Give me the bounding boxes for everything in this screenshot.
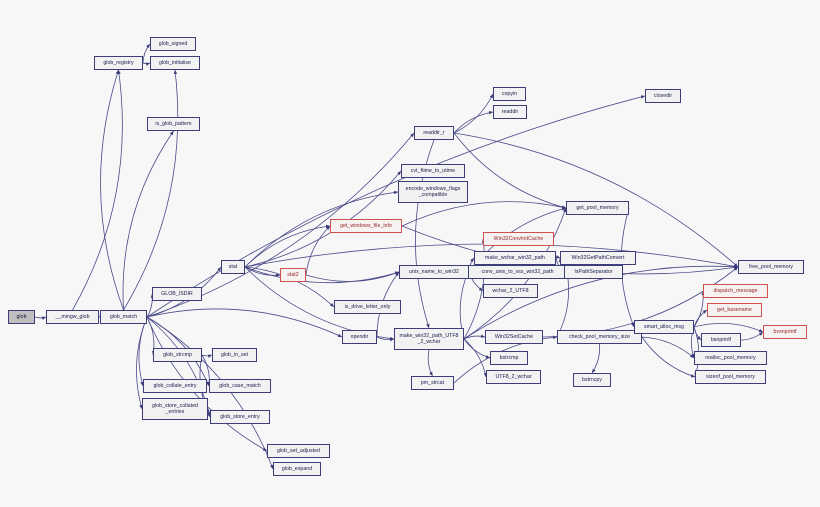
edge-glob_match-to-glob_store_collated_entries: [136, 316, 148, 410]
edge-glob_match-to-glob_registry: [100, 69, 124, 311]
node-IsPathSeparator[interactable]: IsPathSeparator: [564, 265, 623, 279]
node-is_drive_letter_only[interactable]: is_drive_letter_only: [334, 300, 401, 314]
edge-mingw_glob-to-glob_registry: [72, 69, 123, 311]
node-GLOB_ISDIR[interactable]: GLOB_ISDIR: [152, 287, 202, 301]
edge-make_win32_path_UTF8_2_wchar-to-Win32ConvInitCache: [463, 238, 486, 340]
edge-check_pool_memory_size-to-realloc_pool_memory: [641, 336, 695, 359]
node-glob_initialise[interactable]: glob_initialise: [150, 56, 200, 70]
node-bsnprintf[interactable]: bsnprintf: [701, 333, 741, 347]
edge-stat-to-stat2: [244, 266, 281, 278]
node-closedir[interactable]: closedir: [645, 89, 681, 103]
edge-glob_match-to-is_glob_pattern: [122, 130, 174, 311]
node-glob_case_match[interactable]: glob_case_match: [209, 379, 271, 393]
edge-readdir_r-to-make_win32_path_UTF8_2_wchar: [415, 139, 435, 329]
edge-glob_match-to-glob_initialise: [123, 69, 179, 311]
node-glob_strcmp[interactable]: glob_strcmp: [153, 348, 202, 362]
node-conv_unix_to_vss_win32_path[interactable]: conv_unix_to_vss_win32_path: [468, 265, 567, 279]
node-glob_signed[interactable]: glob_signed: [150, 37, 196, 51]
node-glob[interactable]: glob: [8, 310, 35, 324]
node-make_wchar_win32_path[interactable]: make_wchar_win32_path: [474, 251, 556, 265]
edge-get_pool_memory-to-smart_alloc_msg: [620, 207, 635, 328]
edge-smart_alloc_msg-to-bvsnprintf: [693, 323, 764, 333]
edge-conv_unix_to_vss_win32_path-to-check_pool_memory_size: [556, 271, 569, 338]
node-glob_in_set[interactable]: glob_in_set: [212, 348, 257, 362]
edge-glob_strcmp-to-glob_in_set: [201, 354, 213, 358]
edge-stat2-to-get_windows_file_info: [305, 225, 331, 276]
edge-make_win32_path_UTF8_2_wchar-to-UTF8_2_wchar: [463, 338, 487, 378]
edge-glob_match-to-opendir: [146, 308, 343, 338]
node-glob_store_collated_entries[interactable]: glob_store_collated _entries: [142, 398, 208, 420]
edge-glob_match-to-glob_expand: [146, 316, 274, 470]
edge-glob_match-to-closedir: [146, 95, 646, 318]
node-UTF8_2_wchar[interactable]: UTF8_2_wchar: [486, 370, 541, 384]
node-Win32ConvInitCache[interactable]: Win32ConvInitCache: [483, 232, 554, 246]
node-bvsnprintf[interactable]: bvsnprintf: [763, 325, 807, 339]
node-sizeof_pool_memory[interactable]: sizeof_pool_memory: [695, 370, 766, 384]
edge-readdir_r-to-readdir: [453, 110, 494, 134]
node-stat[interactable]: stat: [221, 260, 245, 274]
node-copyin[interactable]: copyin: [493, 87, 526, 101]
node-glob_set_adjusted[interactable]: glob_set_adjusted: [267, 444, 330, 458]
node-Win32GetPathConvert[interactable]: Win32GetPathConvert: [560, 251, 636, 265]
edge-stat2-to-unix_name_to_win32: [305, 271, 400, 282]
edge-bsnprintf-to-bvsnprintf: [740, 331, 764, 341]
node-smart_alloc_msg[interactable]: smart_alloc_msg: [634, 320, 694, 334]
edge-check_pool_memory_size-to-bstrncpy: [591, 343, 601, 374]
node-stat2[interactable]: stat2: [280, 268, 306, 282]
edge-readdir_r-to-free_pool_memory: [453, 132, 739, 268]
edge-readdir_r-to-get_pool_memory: [453, 132, 567, 209]
node-bstrcmp[interactable]: bstrcmp: [490, 351, 528, 365]
edge-stat-to-encode_windows_flags_compatible: [244, 190, 399, 268]
node-glob_store_entry[interactable]: glob_store_entry: [210, 410, 270, 424]
edge-glob_registry-to-glob_initialise: [142, 62, 151, 66]
edge-glob_match-to-readdir_r: [146, 132, 415, 318]
edge-make_win32_path_UTF8_2_wchar-to-free_pool_memory: [463, 265, 739, 340]
node-pm_strcat[interactable]: pm_strcat: [411, 376, 454, 390]
node-wchar_2_UTF8[interactable]: wchar_2_UTF8: [483, 284, 538, 298]
node-readdir[interactable]: readdir: [493, 105, 527, 119]
node-glob_match[interactable]: glob_match: [100, 310, 147, 324]
node-readdir_r[interactable]: readdir_r: [414, 126, 454, 140]
node-realloc_pool_memory[interactable]: realloc_pool_memory: [694, 351, 767, 365]
edge-make_win32_path_UTF8_2_wchar-to-get_pool_memory: [463, 207, 567, 340]
node-is_glob_pattern[interactable]: is_glob_pattern: [147, 117, 200, 131]
node-encode_windows_flags_compatible[interactable]: encode_windows_flags _compatible: [398, 181, 468, 203]
node-dispatch_message[interactable]: dispatch_message: [703, 284, 768, 298]
node-glob_registry[interactable]: glob_registry: [94, 56, 143, 70]
node-free_pool_memory[interactable]: free_pool_memory: [738, 260, 804, 274]
edge-glob_registry-to-glob_signed: [142, 43, 151, 64]
edge-glob-to-mingw_glob: [34, 316, 47, 320]
node-make_win32_path_UTF8_2_wchar[interactable]: make_win32_path_UTF8 _2_wchar: [394, 328, 464, 350]
edge-stat-to-unix_name_to_win32: [244, 266, 400, 284]
node-get_pool_memory[interactable]: get_pool_memory: [566, 201, 629, 215]
node-glob_collate_entry[interactable]: glob_collate_entry: [143, 379, 207, 393]
node-mingw_glob[interactable]: __mingw_glob: [46, 310, 99, 324]
node-get_basename[interactable]: get_basename: [707, 303, 762, 317]
edge-glob_match-to-glob_set_adjusted: [146, 316, 268, 452]
node-glob_expand[interactable]: glob_expand: [273, 462, 321, 476]
node-check_pool_memory_size[interactable]: check_pool_memory_size: [557, 330, 642, 344]
node-unix_name_to_win32[interactable]: unix_name_to_win32: [399, 265, 469, 279]
node-bstrncpy[interactable]: bstrncpy: [573, 373, 611, 387]
edge-opendir-to-make_win32_path_UTF8_2_wchar: [376, 336, 395, 342]
edge-make_win32_path_UTF8_2_wchar-to-pm_strcat: [427, 349, 433, 377]
node-opendir[interactable]: opendir: [342, 330, 377, 344]
edge-get_windows_file_info-to-get_pool_memory: [401, 201, 567, 227]
node-cvt_ftime_to_utime[interactable]: cvt_ftime_to_utime: [401, 164, 465, 178]
edge-check_pool_memory_size-to-sizeof_pool_memory: [641, 336, 696, 378]
node-Win32SetCache[interactable]: Win32SetCache: [485, 330, 543, 344]
edge-make_win32_path_UTF8_2_wchar-to-bstrcmp: [463, 338, 491, 359]
node-get_windows_file_info[interactable]: get_windows_file_info: [330, 219, 402, 233]
